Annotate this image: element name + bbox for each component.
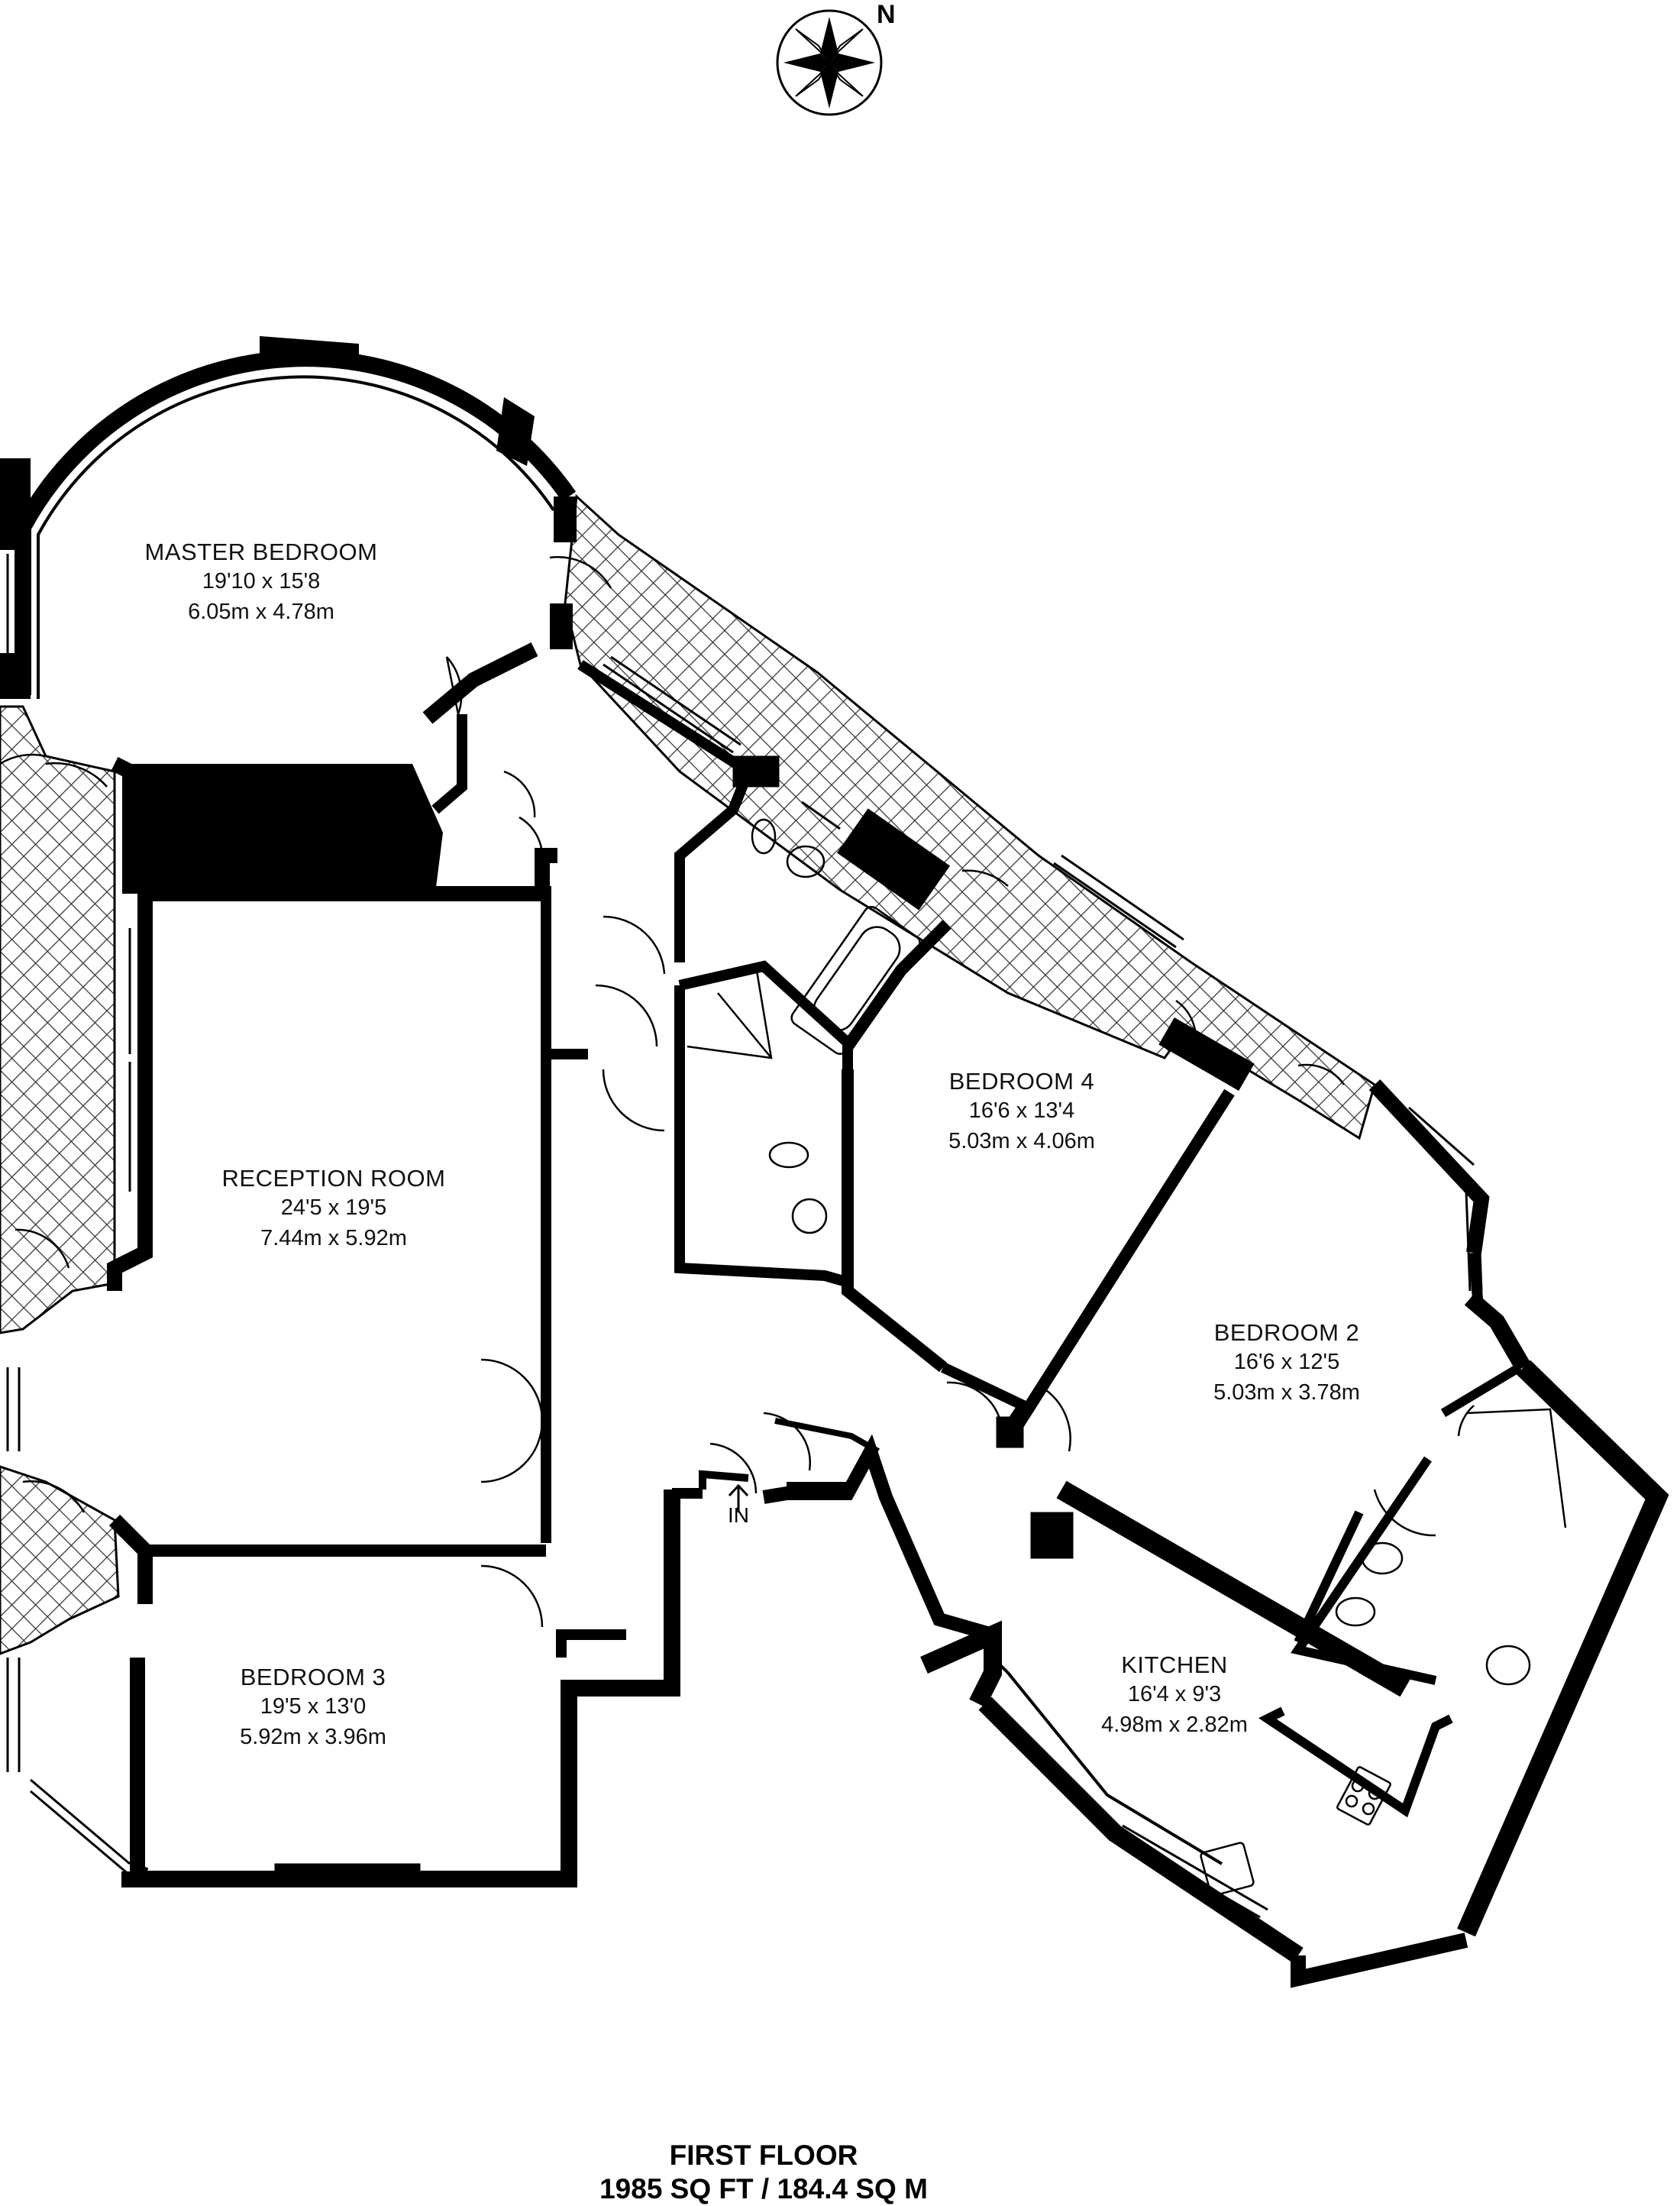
room-dim-metric: 5.03m x 3.78m [1213, 1380, 1360, 1405]
room-dim-imperial: 16'6 x 13'4 [968, 1098, 1075, 1123]
floor-summary: FIRST FLOOR 1985 SQ FT / 184.4 SQ M [599, 2139, 928, 2206]
ensuite-2-wc-2 [1335, 1596, 1376, 1627]
room-dim-metric: 5.03m x 4.06m [948, 1129, 1095, 1153]
room-name: RECEPTION ROOM [221, 1165, 446, 1192]
shower-wc [768, 1141, 809, 1169]
room-dim-metric: 6.05m x 4.78m [188, 600, 334, 624]
entrance-arrow [728, 1483, 749, 1512]
room-dim-imperial: 19'5 x 13'0 [260, 1694, 367, 1719]
room-name: BEDROOM 3 [240, 1664, 386, 1690]
kitchen-hob [1336, 1766, 1391, 1826]
kitchen-sink [1200, 1842, 1255, 1897]
terraces [0, 493, 1376, 1655]
floor-area: 1985 SQ FT / 184.4 SQ M [599, 2173, 928, 2204]
terrace-west [0, 705, 116, 1334]
room-dim-imperial: 24'5 x 19'5 [280, 1195, 387, 1220]
room-dim-metric: 4.98m x 2.82m [1101, 1713, 1248, 1737]
room-name: MASTER BEDROOM [144, 539, 378, 565]
room-label-reception-room: RECEPTION ROOM 24'5 x 19'5 7.44m x 5.92m [222, 1165, 446, 1253]
master-ensuite-wc [751, 818, 777, 855]
room-dim-imperial: 16'6 x 12'5 [1233, 1350, 1340, 1374]
door-swings [0, 556, 1475, 1628]
room-dim-imperial: 16'4 x 9'3 [1127, 1682, 1222, 1706]
room-name: BEDROOM 2 [1213, 1319, 1360, 1346]
shower-tray [687, 965, 773, 1059]
room-dim-metric: 5.92m x 3.96m [240, 1725, 386, 1749]
room-label-bedroom-4: BEDROOM 4 16'6 x 13'4 5.03m x 4.06m [948, 1068, 1095, 1156]
room-label-bedroom-3: BEDROOM 3 19'5 x 13'0 5.92m x 3.96m [240, 1664, 386, 1752]
room-label-kitchen: KITCHEN 16'4 x 9'3 4.98m x 2.82m [1101, 1651, 1248, 1740]
floor-name: FIRST FLOOR [669, 2140, 858, 2171]
room-name: BEDROOM 4 [948, 1068, 1095, 1095]
terrace-northeast [564, 493, 1376, 1140]
walls [107, 642, 1669, 1988]
ensuite-2-wc [1361, 1541, 1404, 1575]
room-dim-imperial: 19'10 x 15'8 [202, 569, 321, 594]
master-ensuite-basin [786, 845, 825, 878]
compass-north-label: N [877, 0, 896, 29]
master-bedroom-walls [0, 336, 577, 894]
bathtub [790, 906, 921, 1055]
fixtures [687, 818, 1567, 1897]
room-name: KITCHEN [1121, 1651, 1228, 1678]
compass-rose [776, 9, 883, 116]
shower-basin [791, 1198, 828, 1234]
terrace-southwest [0, 1465, 120, 1655]
entrance-label: IN [728, 1503, 749, 1527]
room-dim-metric: 7.44m x 5.92m [260, 1226, 407, 1250]
ensuite-2-basin [1485, 1645, 1531, 1686]
windows [6, 554, 1483, 1919]
room-label-bedroom-2: BEDROOM 2 16'6 x 12'5 5.03m x 3.78m [1213, 1319, 1360, 1408]
room-label-master-bedroom: MASTER BEDROOM 19'10 x 15'8 6.05m x 4.78… [145, 539, 378, 627]
